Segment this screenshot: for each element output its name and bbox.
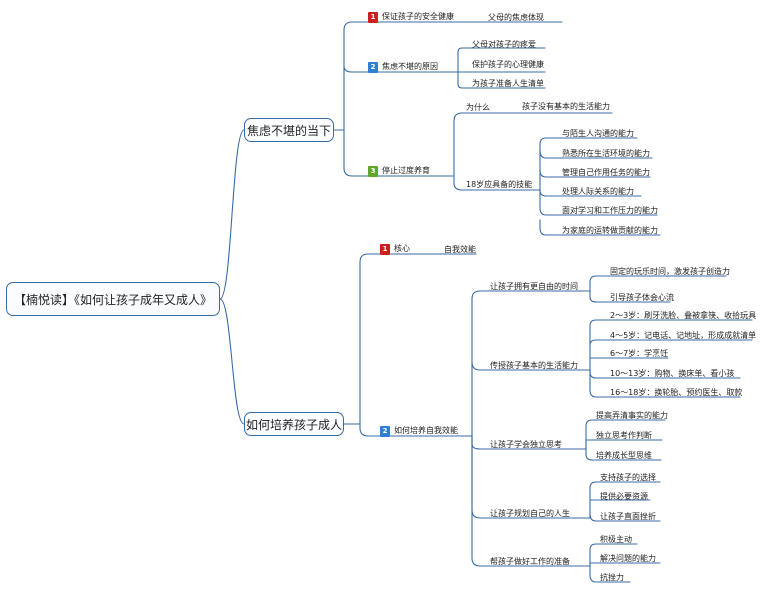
subtopic-why[interactable]: 为什么 [466, 103, 490, 112]
priority-3-icon: 3 [368, 166, 378, 177]
group-life-skills[interactable]: 传授孩子基本的生活能力 [490, 361, 578, 370]
branch-label: 如何培养孩子成人 [245, 417, 342, 432]
subtopic[interactable]: 为孩子准备人生清单 [472, 79, 544, 88]
group-item[interactable]: 提供必要资源 [600, 492, 648, 501]
group-item[interactable]: 让孩子直面挫折 [600, 512, 656, 521]
group-work-ready[interactable]: 帮孩子做好工作的准备 [490, 557, 570, 566]
group-plan-life[interactable]: 让孩子规划自己的人生 [490, 509, 570, 518]
skill-item[interactable]: 熟悉所在生活环境的能力 [562, 149, 650, 158]
topic-label: 停止过度养育 [382, 166, 430, 175]
group-item[interactable]: 解决问题的能力 [600, 554, 656, 563]
priority-2-icon: 2 [368, 62, 378, 73]
group-item[interactable]: 独立思考作判断 [596, 431, 652, 440]
topic-label: 保证孩子的安全健康 [382, 12, 454, 21]
group-item[interactable]: 提高弄清事实的能力 [596, 411, 668, 420]
group-free-time[interactable]: 让孩子拥有更自由的时间 [490, 282, 578, 291]
priority-2-icon: 2 [380, 426, 390, 437]
topic-label: 核心 [394, 244, 410, 253]
subtopic-skills[interactable]: 18岁应具备的技能 [466, 180, 533, 189]
root-topic[interactable]: 【楠悦读】《如何让孩子成年又成人》 [6, 282, 220, 316]
topic-ensure-safety[interactable]: 1 保证孩子的安全健康 [368, 10, 454, 24]
group-item[interactable]: 固定的玩乐时间，激发孩子创造力 [610, 267, 730, 276]
skill-item[interactable]: 面对学习和工作压力的能力 [562, 206, 658, 215]
group-independent-thinking[interactable]: 让孩子学会独立思考 [490, 440, 562, 449]
group-item[interactable]: 10～13岁：购物、换床单、看小孩 [610, 369, 735, 378]
group-item[interactable]: 引导孩子体会心流 [610, 293, 674, 302]
group-item[interactable]: 6～7岁：学烹饪 [610, 349, 669, 358]
priority-1-icon: 1 [380, 244, 390, 255]
subtopic[interactable]: 父母对孩子的疼爱 [472, 40, 536, 49]
priority-1-icon: 1 [368, 12, 378, 23]
branch-raise-adult[interactable]: 如何培养孩子成人 [244, 412, 344, 436]
group-item[interactable]: 2～3岁：刷牙洗脸、叠被拿筷、收拾玩具 [610, 311, 757, 320]
topic-stop-overparenting[interactable]: 3 停止过度养育 [368, 164, 430, 178]
subtopic[interactable]: 自我效能 [444, 245, 476, 254]
group-item[interactable]: 16～18岁：换轮胎、预约医生、取款 [610, 388, 743, 397]
group-item[interactable]: 支持孩子的选择 [600, 473, 656, 482]
skill-item[interactable]: 处理人际关系的能力 [562, 187, 634, 196]
skill-item[interactable]: 管理自己作用任务的能力 [562, 168, 650, 177]
topic-core[interactable]: 1 核心 [380, 242, 410, 256]
group-item[interactable]: 4～5岁：记电话、记地址，形成成就清单 [610, 331, 757, 340]
topic-label: 焦虑不堪的原因 [382, 62, 438, 71]
topic-anxiety-reason[interactable]: 2 焦虑不堪的原因 [368, 60, 438, 74]
topic-label: 如何培养自我效能 [394, 426, 458, 435]
subtopic[interactable]: 孩子没有基本的生活能力 [522, 102, 610, 111]
skill-item[interactable]: 与陌生人沟通的能力 [562, 129, 634, 138]
group-item[interactable]: 积极主动 [600, 535, 632, 544]
root-topic-label: 【楠悦读】《如何让孩子成年又成人》 [13, 292, 212, 307]
branch-anxious-present[interactable]: 焦虑不堪的当下 [244, 118, 334, 142]
branch-label: 焦虑不堪的当下 [246, 123, 331, 138]
group-item[interactable]: 抗挫力 [600, 573, 624, 582]
subtopic[interactable]: 保护孩子的心理健康 [472, 60, 544, 69]
skill-item[interactable]: 为家庭的运转做贡献的能力 [562, 226, 658, 235]
topic-self-efficacy[interactable]: 2 如何培养自我效能 [380, 424, 458, 438]
subtopic[interactable]: 父母的焦虑体现 [488, 13, 544, 22]
group-item[interactable]: 培养成长型思维 [596, 451, 652, 460]
